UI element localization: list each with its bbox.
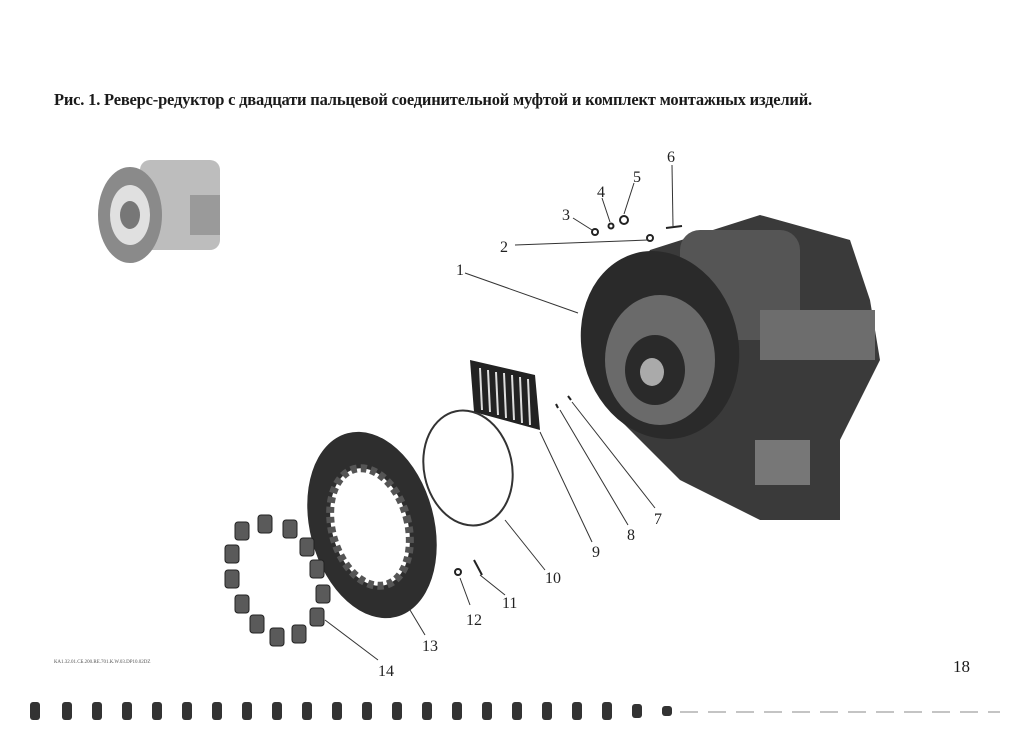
part-9-grille-image [470,360,540,430]
gearbox-housing-image [580,215,880,520]
callout-3: 3 [562,207,570,224]
callout-1: 1 [456,262,464,279]
callout-5: 5 [633,169,641,186]
document-code: КА1.32.01.СБ.200.RE.701.К.W.03.DP10.02DZ [54,660,151,665]
spiral-binding-holes [30,702,1000,720]
callout-4: 4 [597,184,605,201]
part-10-seal-ring-image [422,409,514,527]
callout-13: 13 [422,638,438,655]
callout-2: 2 [500,239,508,256]
thumbnail-assembly-image [98,160,220,263]
callout-6: 6 [667,149,675,166]
page-number: 18 [953,657,970,676]
callout-10: 10 [545,570,561,587]
part-14-pin-set-image [224,514,331,647]
callout-9: 9 [592,544,600,561]
callout-7: 7 [654,511,662,528]
callout-8: 8 [627,527,635,544]
callout-12: 12 [466,612,482,629]
leader-lines [324,164,674,661]
callout-11: 11 [502,595,517,612]
callout-labels: 1 2 3 4 5 6 7 8 9 10 11 12 13 14 [378,149,675,680]
small-fasteners-image [454,215,683,576]
callout-14: 14 [378,663,394,680]
part-13-coupling-ring-image [307,431,437,619]
figure-caption: Рис. 1. Реверс-редуктор с двадцати пальц… [54,90,812,109]
